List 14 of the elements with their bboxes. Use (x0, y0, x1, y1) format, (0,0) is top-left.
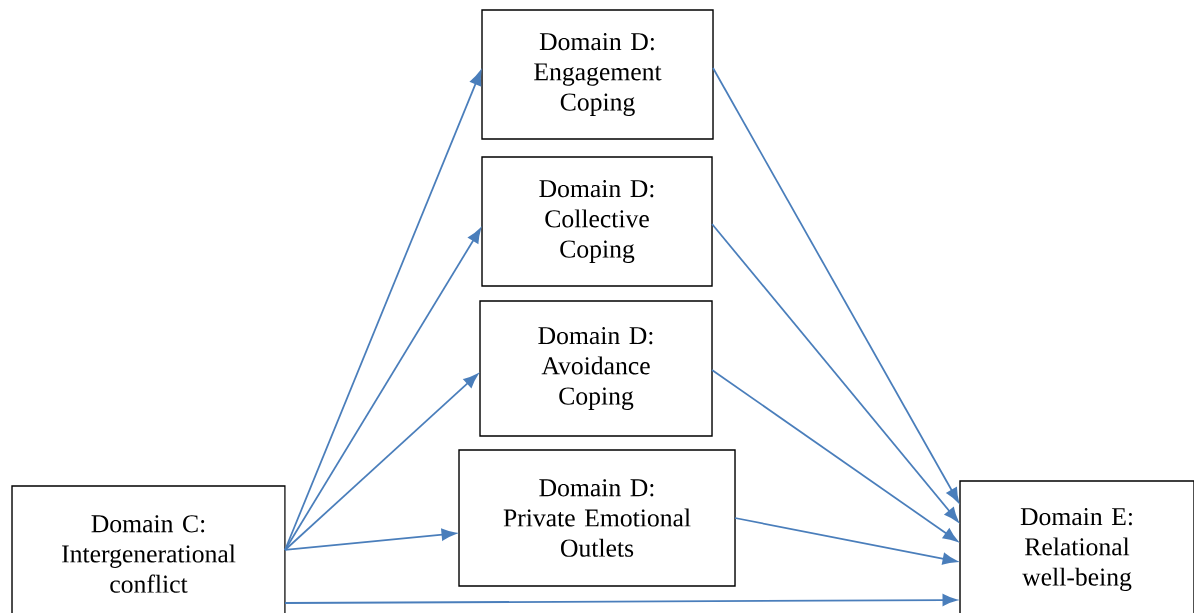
arrow (284, 594, 958, 606)
domain-box: Domain D: Collective Coping (481, 156, 713, 287)
arrow (284, 228, 481, 551)
domain-box: Domain D: Private Emotional Outlets (458, 449, 736, 587)
arrow (284, 528, 457, 551)
domain-box: Domain E: Relational well-being (959, 480, 1194, 613)
arrow (734, 517, 958, 565)
arrow (284, 373, 479, 551)
arrow (711, 369, 958, 542)
domain-box: Domain C: Intergenerational conflict (11, 485, 286, 613)
domain-box: Domain D: Avoidance Coping (479, 300, 713, 437)
arrow (711, 223, 959, 523)
domain-box: Domain D: Engagement Coping (481, 9, 714, 140)
arrow (712, 67, 960, 503)
